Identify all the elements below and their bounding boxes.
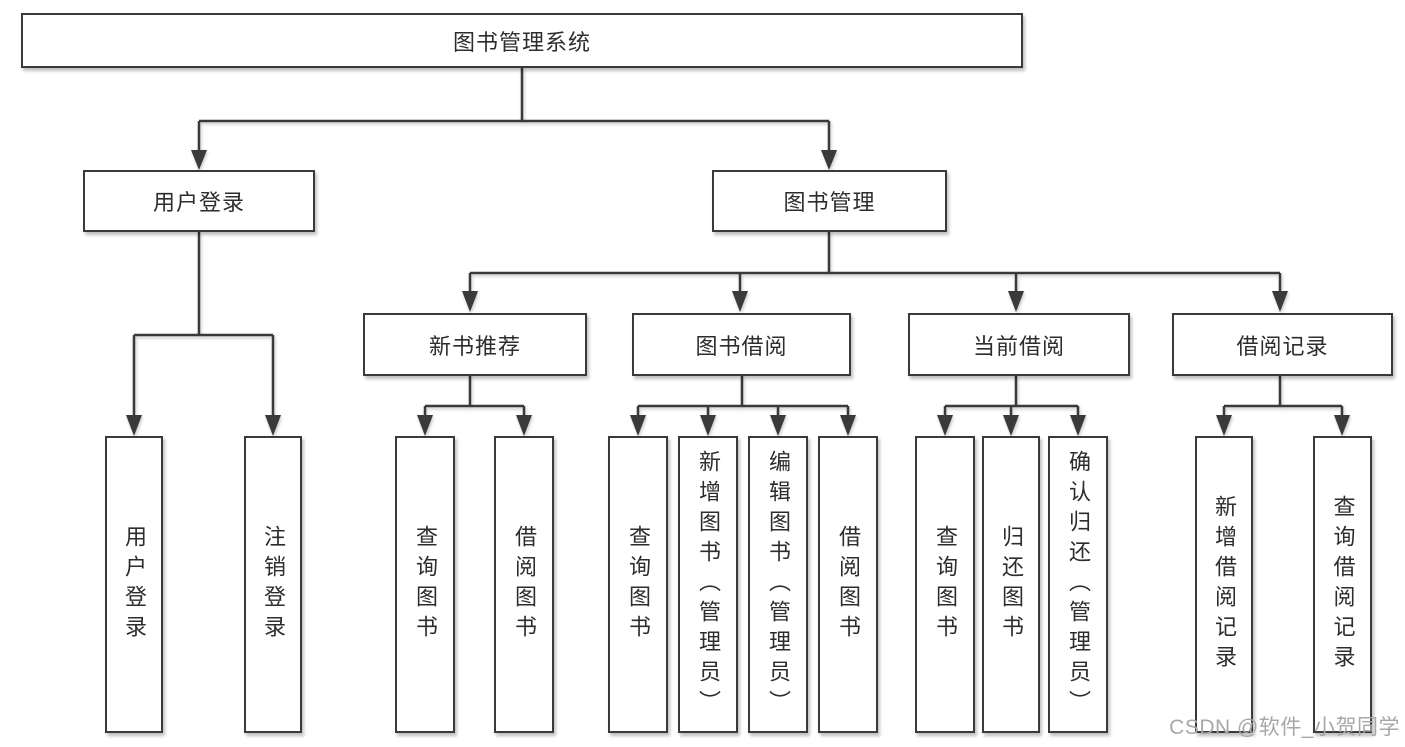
leaf-label: 借阅图书	[836, 524, 861, 645]
leaf-edit-book-admin: 编辑图书（管理员）	[748, 436, 808, 733]
arrowhead	[462, 291, 478, 312]
connector-new-book-children	[417, 376, 532, 436]
leaf-label: 编辑图书（管理员）	[766, 449, 791, 720]
arrowhead	[770, 415, 786, 436]
arrowhead	[126, 415, 142, 436]
leaf-query-books-borrowing: 查询图书	[608, 436, 668, 733]
connector-current-borrow-children	[937, 376, 1086, 436]
node-label: 图书管理	[783, 190, 876, 215]
leaf-add-book-admin: 新增图书（管理员）	[678, 436, 738, 733]
leaf-label: 查询图书	[626, 524, 651, 645]
arrowhead	[821, 150, 837, 170]
connector-borrow-records-children	[1216, 376, 1350, 436]
arrowhead	[265, 415, 281, 436]
leaf-logout-login: 注销登录	[244, 436, 302, 733]
leaf-user-login: 用户登录	[105, 436, 163, 733]
leaf-label: 借阅图书	[512, 524, 537, 645]
node-root-system: 图书管理系统	[21, 13, 1023, 68]
arrowhead	[700, 415, 716, 436]
node-book-management: 图书管理	[712, 170, 947, 232]
arrowhead	[1070, 415, 1086, 436]
node-user-login: 用户登录	[83, 170, 315, 232]
arrowhead	[1334, 415, 1350, 436]
leaf-query-books-recommend: 查询图书	[395, 436, 455, 733]
leaf-label: 归还图书	[999, 524, 1024, 645]
node-label: 借阅记录	[1236, 333, 1329, 359]
leaf-label: 用户登录	[122, 524, 147, 645]
arrowhead	[516, 415, 532, 436]
leaf-label: 确认归还（管理员）	[1066, 449, 1091, 720]
leaf-label: 注销登录	[261, 524, 286, 645]
node-label: 新书推荐	[428, 333, 521, 359]
leaf-return-books: 归还图书	[982, 436, 1040, 733]
arrowhead	[1003, 415, 1019, 436]
leaf-query-borrow-record: 查询借阅记录	[1313, 436, 1372, 733]
arrowhead	[840, 415, 856, 436]
leaf-confirm-return-admin: 确认归还（管理员）	[1048, 436, 1108, 733]
node-book-borrowing: 图书借阅	[632, 313, 851, 376]
node-label: 用户登录	[152, 190, 245, 215]
leaf-add-borrow-record: 新增借阅记录	[1195, 436, 1253, 733]
arrowhead	[1272, 291, 1288, 312]
arrowhead	[732, 291, 748, 312]
leaf-label: 查询图书	[413, 524, 438, 645]
node-borrowing-records: 借阅记录	[1172, 313, 1393, 376]
connector-book-borrow-children	[630, 376, 856, 436]
arrowhead	[191, 150, 207, 170]
leaf-borrow-books: 借阅图书	[818, 436, 878, 733]
arrowhead	[630, 415, 646, 436]
arrowhead	[1008, 291, 1024, 312]
node-new-book-recommend: 新书推荐	[363, 313, 587, 376]
arrowhead	[1216, 415, 1232, 436]
leaf-label: 新增图书（管理员）	[696, 449, 721, 720]
leaf-label: 查询借阅记录	[1330, 494, 1356, 675]
node-current-borrowing: 当前借阅	[908, 313, 1130, 376]
leaf-query-books-current: 查询图书	[915, 436, 975, 733]
connector-user-login-children	[126, 232, 281, 436]
arrowhead	[937, 415, 953, 436]
watermark: CSDN @软件_小贺同学	[1169, 716, 1400, 739]
leaf-label: 新增借阅记录	[1212, 494, 1237, 675]
leaf-borrow-books-recommend: 借阅图书	[494, 436, 554, 733]
node-label: 当前借阅	[972, 333, 1065, 359]
arrowhead	[417, 415, 433, 436]
connector-root-to-level1	[191, 68, 837, 170]
leaf-label: 查询图书	[933, 524, 958, 645]
node-label: 图书管理系统	[452, 29, 591, 55]
connector-book-mgmt-children	[462, 232, 1288, 312]
node-label: 图书借阅	[695, 333, 788, 359]
